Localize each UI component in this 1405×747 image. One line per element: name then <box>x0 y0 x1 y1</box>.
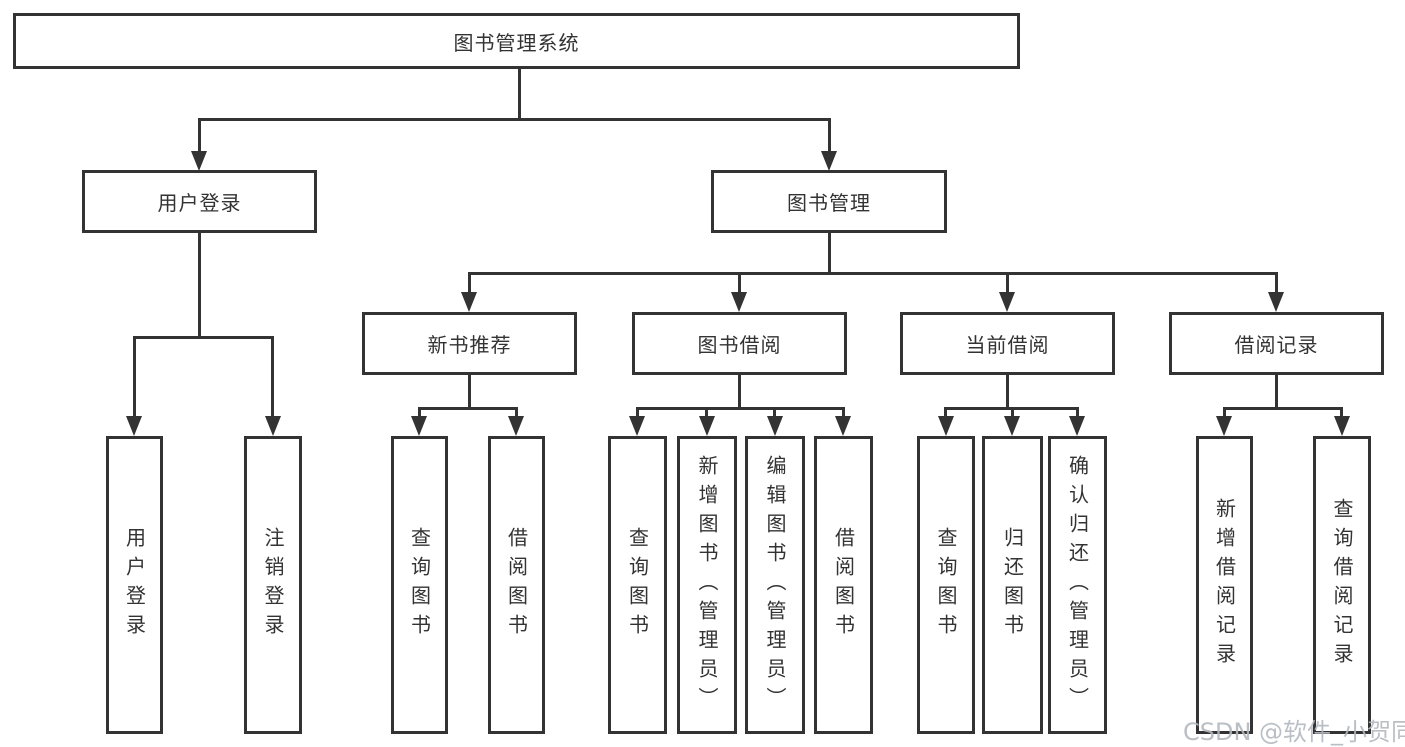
leaf-query-books: 查询图书 <box>608 436 667 734</box>
node-borrowing-records: 借阅记录 <box>1169 312 1384 375</box>
connector-line <box>738 272 741 292</box>
connector-line <box>773 407 776 417</box>
leaf-label: 借阅图书 <box>504 527 529 643</box>
connector-line <box>1275 272 1278 292</box>
node-user-login: 用户登录 <box>82 170 317 233</box>
leaf-label: 编辑图书（管理员） <box>763 454 787 716</box>
arrow-down-icon <box>1334 416 1350 436</box>
leaf-label: 查询图书 <box>407 527 432 643</box>
node-book-management: 图书管理 <box>711 170 947 233</box>
arrow-down-icon <box>1069 416 1085 436</box>
arrow-down-icon <box>767 416 783 436</box>
arrow-down-icon <box>821 151 837 171</box>
connector-line <box>518 68 521 118</box>
connector-line <box>1011 407 1014 417</box>
connector-line <box>133 336 274 339</box>
connector-line <box>468 374 471 407</box>
leaf-logout: 注销登录 <box>244 436 302 734</box>
leaf-label: 借阅图书 <box>831 527 856 643</box>
node-library-management-system: 图书管理系统 <box>13 13 1020 69</box>
connector-line <box>468 272 471 292</box>
connector-line <box>271 336 274 416</box>
arrow-down-icon <box>699 416 715 436</box>
connector-line <box>828 118 831 153</box>
leaf-label: 用户登录 <box>122 527 147 643</box>
arrow-down-icon <box>1004 416 1020 436</box>
arrow-down-icon <box>835 416 851 436</box>
connector-line <box>418 407 421 417</box>
arrow-down-icon <box>191 151 207 171</box>
arrow-down-icon <box>629 416 645 436</box>
leaf-query-borrow-record: 查询借阅记录 <box>1313 436 1371 734</box>
node-new-book-recommendation: 新书推荐 <box>362 312 577 375</box>
arrow-down-icon <box>938 416 954 436</box>
leaf-label: 注销登录 <box>261 527 285 643</box>
leaf-confirm-return-admin: 确认归还（管理员） <box>1048 436 1107 734</box>
connector-line <box>1223 407 1226 417</box>
leaf-add-book-admin: 新增图书（管理员） <box>677 436 737 734</box>
arrow-down-icon <box>508 416 524 436</box>
leaf-borrow-books: 借阅图书 <box>488 436 545 734</box>
connector-line <box>1006 374 1009 407</box>
leaf-user-login: 用户登录 <box>106 436 163 734</box>
connector-line <box>133 336 136 416</box>
node-current-borrowing: 当前借阅 <box>900 312 1115 375</box>
connector-line <box>1076 407 1079 417</box>
connector-line <box>1223 407 1343 410</box>
connector-line <box>468 272 1278 275</box>
connector-line <box>515 407 518 417</box>
arrow-down-icon <box>999 292 1015 312</box>
leaf-borrow-books: 借阅图书 <box>814 436 873 734</box>
arrow-down-icon <box>1216 416 1232 436</box>
leaf-label: 归还图书 <box>1000 527 1025 643</box>
leaf-return-books: 归还图书 <box>982 436 1043 734</box>
csdn-watermark: CSDN @软件_小贺同学 <box>1183 718 1405 746</box>
leaf-edit-book-admin: 编辑图书（管理员） <box>745 436 805 734</box>
connector-line <box>842 407 845 417</box>
connector-line <box>198 232 201 336</box>
leaf-label: 查询图书 <box>625 527 650 643</box>
connector-line <box>418 407 518 410</box>
leaf-label: 确认归还（管理员） <box>1065 454 1090 716</box>
node-book-borrowing: 图书借阅 <box>632 312 847 375</box>
leaf-add-borrow-record: 新增借阅记录 <box>1196 436 1253 734</box>
arrow-down-icon <box>126 416 142 436</box>
leaf-label: 查询图书 <box>934 527 958 643</box>
leaf-label: 新增图书（管理员） <box>695 454 719 716</box>
arrow-down-icon <box>265 416 281 436</box>
arrow-down-icon <box>1268 292 1284 312</box>
leaf-query-books: 查询图书 <box>391 436 448 734</box>
arrow-down-icon <box>411 416 427 436</box>
arrow-down-icon <box>461 292 477 312</box>
leaf-query-books: 查询图书 <box>917 436 975 734</box>
connector-line <box>944 407 947 417</box>
connector-line <box>738 374 741 407</box>
leaf-label: 新增借阅记录 <box>1212 498 1237 672</box>
connector-line <box>1340 407 1343 417</box>
connector-line <box>828 232 831 272</box>
connector-line <box>1006 272 1009 292</box>
connector-line <box>705 407 708 417</box>
leaf-label: 查询借阅记录 <box>1330 498 1354 672</box>
connector-line <box>198 118 201 153</box>
arrow-down-icon <box>731 292 747 312</box>
connector-line <box>198 118 831 121</box>
connector-line <box>636 407 844 410</box>
connector-line <box>1275 374 1278 407</box>
connector-line <box>636 407 639 417</box>
